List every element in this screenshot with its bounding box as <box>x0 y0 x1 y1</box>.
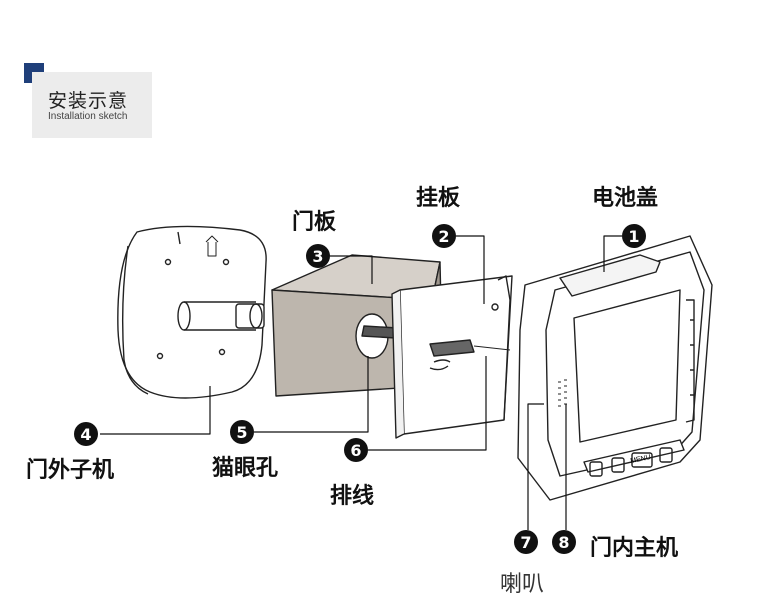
badge-3: 3 <box>306 244 330 268</box>
badge-8: 8 <box>552 530 576 554</box>
label-cable: 排线 <box>330 484 375 509</box>
leader-lines <box>100 235 622 530</box>
mounting-plate <box>391 275 513 439</box>
badge-5: 5 <box>230 420 254 444</box>
badge-2-num: 2 <box>438 227 449 246</box>
outdoor-unit <box>117 225 267 399</box>
badge-5-num: 5 <box>236 423 247 442</box>
label-outdoor-unit: 门外子机 <box>26 458 115 483</box>
badge-4-num: 4 <box>80 425 91 444</box>
section-title: 安装示意 <box>48 90 129 112</box>
badge-4: 4 <box>74 422 98 446</box>
label-peephole: 猫眼孔 <box>212 456 279 481</box>
callout-badges: 1 2 3 4 5 6 7 8 <box>74 224 646 554</box>
badge-8-num: 8 <box>558 533 569 552</box>
indoor-unit <box>517 235 713 501</box>
label-indoor-unit: 门内主机 <box>590 536 679 561</box>
label-door-panel: 门板 <box>292 210 337 235</box>
label-mounting-plate: 挂板 <box>416 186 461 211</box>
badge-2: 2 <box>432 224 456 248</box>
label-speaker: 喇叭 <box>500 572 545 597</box>
badge-7: 7 <box>514 530 538 554</box>
badge-7-num: 7 <box>520 533 531 552</box>
badge-6-num: 6 <box>350 441 361 460</box>
menu-button-label: MENU <box>630 454 652 465</box>
badge-1: 1 <box>622 224 646 248</box>
header-box <box>32 72 152 138</box>
label-battery-cover: 电池盖 <box>592 186 659 211</box>
section-subtitle: Installation sketch <box>48 111 128 122</box>
badge-3-num: 3 <box>312 247 323 266</box>
badge-6: 6 <box>344 438 368 462</box>
badge-1-num: 1 <box>628 227 639 246</box>
